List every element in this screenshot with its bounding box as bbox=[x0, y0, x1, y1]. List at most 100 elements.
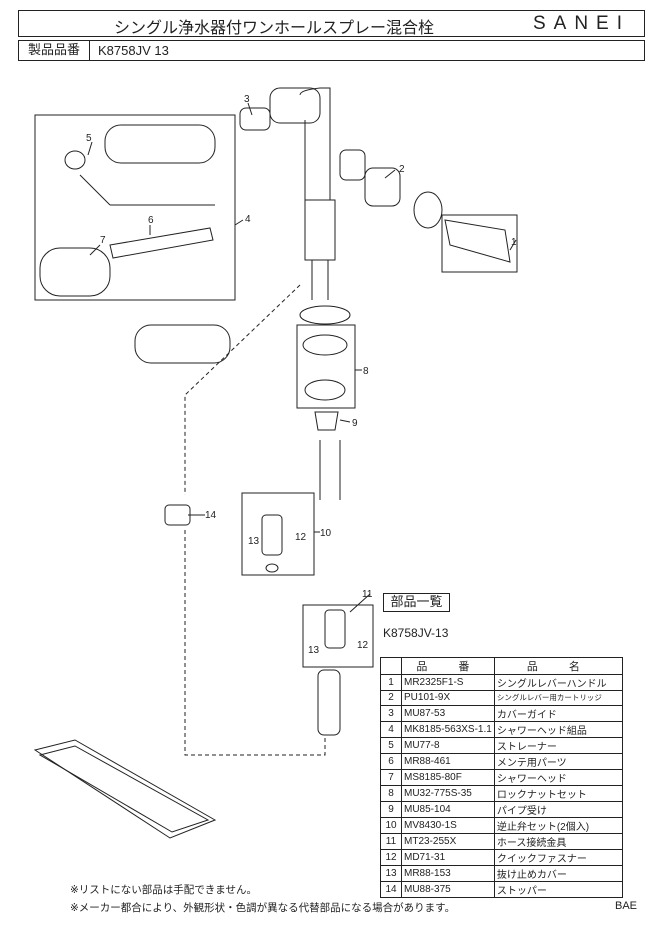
row-number: 1 bbox=[380, 674, 402, 691]
group-box-8 bbox=[296, 324, 356, 409]
maintenance-part bbox=[109, 227, 214, 259]
row-number: 4 bbox=[380, 720, 402, 738]
part-number: PU101-9X bbox=[401, 690, 495, 706]
part-number: MU85-104 bbox=[401, 800, 495, 818]
part-number: MR88-153 bbox=[401, 864, 495, 882]
product-title: シングル浄水器付ワンホールスプレー混合栓 bbox=[114, 18, 435, 37]
note-2: ※メーカー都合により、外観形状・色調が異なる代替部品になる場合があります。 bbox=[70, 902, 456, 914]
part-name: シングルレバーハンドル bbox=[493, 674, 623, 691]
faucet-body bbox=[299, 87, 331, 201]
callout-8: 8 bbox=[363, 366, 369, 377]
row-number: 12 bbox=[380, 848, 402, 866]
part-name: パイプ受け bbox=[493, 800, 623, 818]
callout-1: 1 bbox=[511, 237, 517, 248]
callout-10: 10 bbox=[320, 528, 332, 539]
group-box-4 bbox=[34, 114, 236, 301]
spare-cartridge bbox=[134, 324, 231, 364]
part-name: ストッパー bbox=[493, 880, 623, 898]
part-number: MU87-53 bbox=[401, 704, 495, 722]
footer-code: BAE bbox=[615, 900, 638, 912]
callout-4: 4 bbox=[245, 214, 251, 225]
part-name: シャワーヘッド組品 bbox=[493, 720, 623, 738]
part-number: MV8430-1S bbox=[401, 816, 495, 834]
parts-list-model: K8758JV-13 bbox=[383, 626, 449, 640]
callout-10-12: 12 bbox=[295, 532, 307, 543]
filter-cartridge bbox=[104, 124, 216, 164]
callout-11-12: 12 bbox=[357, 640, 369, 651]
cover-guide bbox=[239, 107, 271, 131]
part-name: ロックナットセット bbox=[493, 784, 623, 802]
part-name: メンテ用パーツ bbox=[493, 752, 623, 770]
stopper bbox=[164, 504, 191, 526]
part-name: クイックファスナー bbox=[493, 848, 623, 866]
part-number: MR2325F1-S bbox=[401, 674, 495, 691]
callout-7: 7 bbox=[100, 235, 106, 246]
cartridge bbox=[364, 167, 401, 207]
row-number: 7 bbox=[380, 768, 402, 786]
row-number: 3 bbox=[380, 704, 402, 722]
washer bbox=[299, 305, 351, 325]
brand-logo: SANEI bbox=[532, 13, 630, 34]
part-number: MS8185-80F bbox=[401, 768, 495, 786]
lever-handle bbox=[444, 219, 511, 263]
table-header: 品 番 品 名 bbox=[380, 657, 623, 675]
row-number: 6 bbox=[380, 752, 402, 770]
row-number: 14 bbox=[380, 880, 402, 898]
row-number: 11 bbox=[380, 832, 402, 850]
part-name: シングルレバー用カートリッジ bbox=[493, 690, 623, 706]
callout-10-13: 13 bbox=[248, 536, 260, 547]
callout-6: 6 bbox=[148, 215, 154, 226]
strainer bbox=[64, 150, 86, 170]
row-number: 13 bbox=[380, 864, 402, 882]
col-part-name: 品 名 bbox=[493, 657, 623, 675]
callout-3: 3 bbox=[244, 94, 250, 105]
part-number: MK8185-563XS-1.1 bbox=[401, 720, 495, 738]
tray bbox=[33, 739, 217, 839]
part-name: ホース接続金具 bbox=[493, 832, 623, 850]
part-number: MU77-8 bbox=[401, 736, 495, 754]
hose bbox=[317, 669, 341, 736]
part-name: ストレーナー bbox=[493, 736, 623, 754]
callout-9: 9 bbox=[352, 418, 358, 429]
row-number: 8 bbox=[380, 784, 402, 802]
row-number: 10 bbox=[380, 816, 402, 834]
part-name: 逆止弁セット(2個入) bbox=[493, 816, 623, 834]
note-1: ※リストにない部品は手配できません。 bbox=[70, 884, 257, 896]
col-part-number: 品 番 bbox=[401, 657, 495, 675]
product-number-label: 製品品番 bbox=[19, 41, 90, 60]
callout-11: 11 bbox=[362, 589, 373, 600]
part-number: MU32-775S-35 bbox=[401, 784, 495, 802]
part-number: MD71-31 bbox=[401, 848, 495, 866]
shower-head bbox=[39, 247, 111, 297]
group-box-10 bbox=[241, 492, 315, 576]
callout-14: 14 bbox=[205, 510, 217, 521]
row-number: 5 bbox=[380, 736, 402, 754]
part-number: MU88-375 bbox=[401, 880, 495, 898]
pipe-receiver bbox=[314, 411, 339, 431]
callout-5: 5 bbox=[86, 133, 92, 144]
product-number-row: 製品品番 K8758JV 13 bbox=[18, 40, 645, 61]
row-number: 9 bbox=[380, 800, 402, 818]
threaded-shank bbox=[304, 199, 336, 261]
spout-elbow bbox=[269, 87, 321, 124]
part-name: 抜け止めカバー bbox=[493, 864, 623, 882]
parts-list-title: 部品一覧 bbox=[383, 593, 450, 612]
group-box-11 bbox=[302, 604, 374, 668]
